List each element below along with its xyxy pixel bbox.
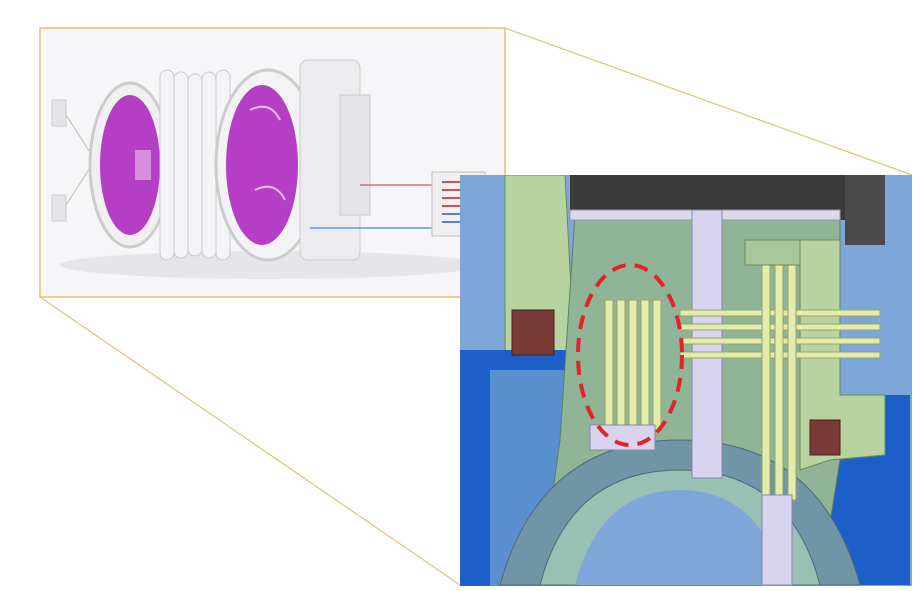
reactor-cutaway — [460, 175, 912, 586]
highlight-ellipse — [576, 263, 684, 447]
reactor-overview-inset — [39, 27, 506, 298]
magnet-block — [511, 309, 555, 356]
zoom-lines — [39, 27, 913, 586]
pipe-bundle — [604, 259, 881, 501]
plasma-right — [226, 85, 298, 245]
magnet-block — [809, 419, 841, 456]
